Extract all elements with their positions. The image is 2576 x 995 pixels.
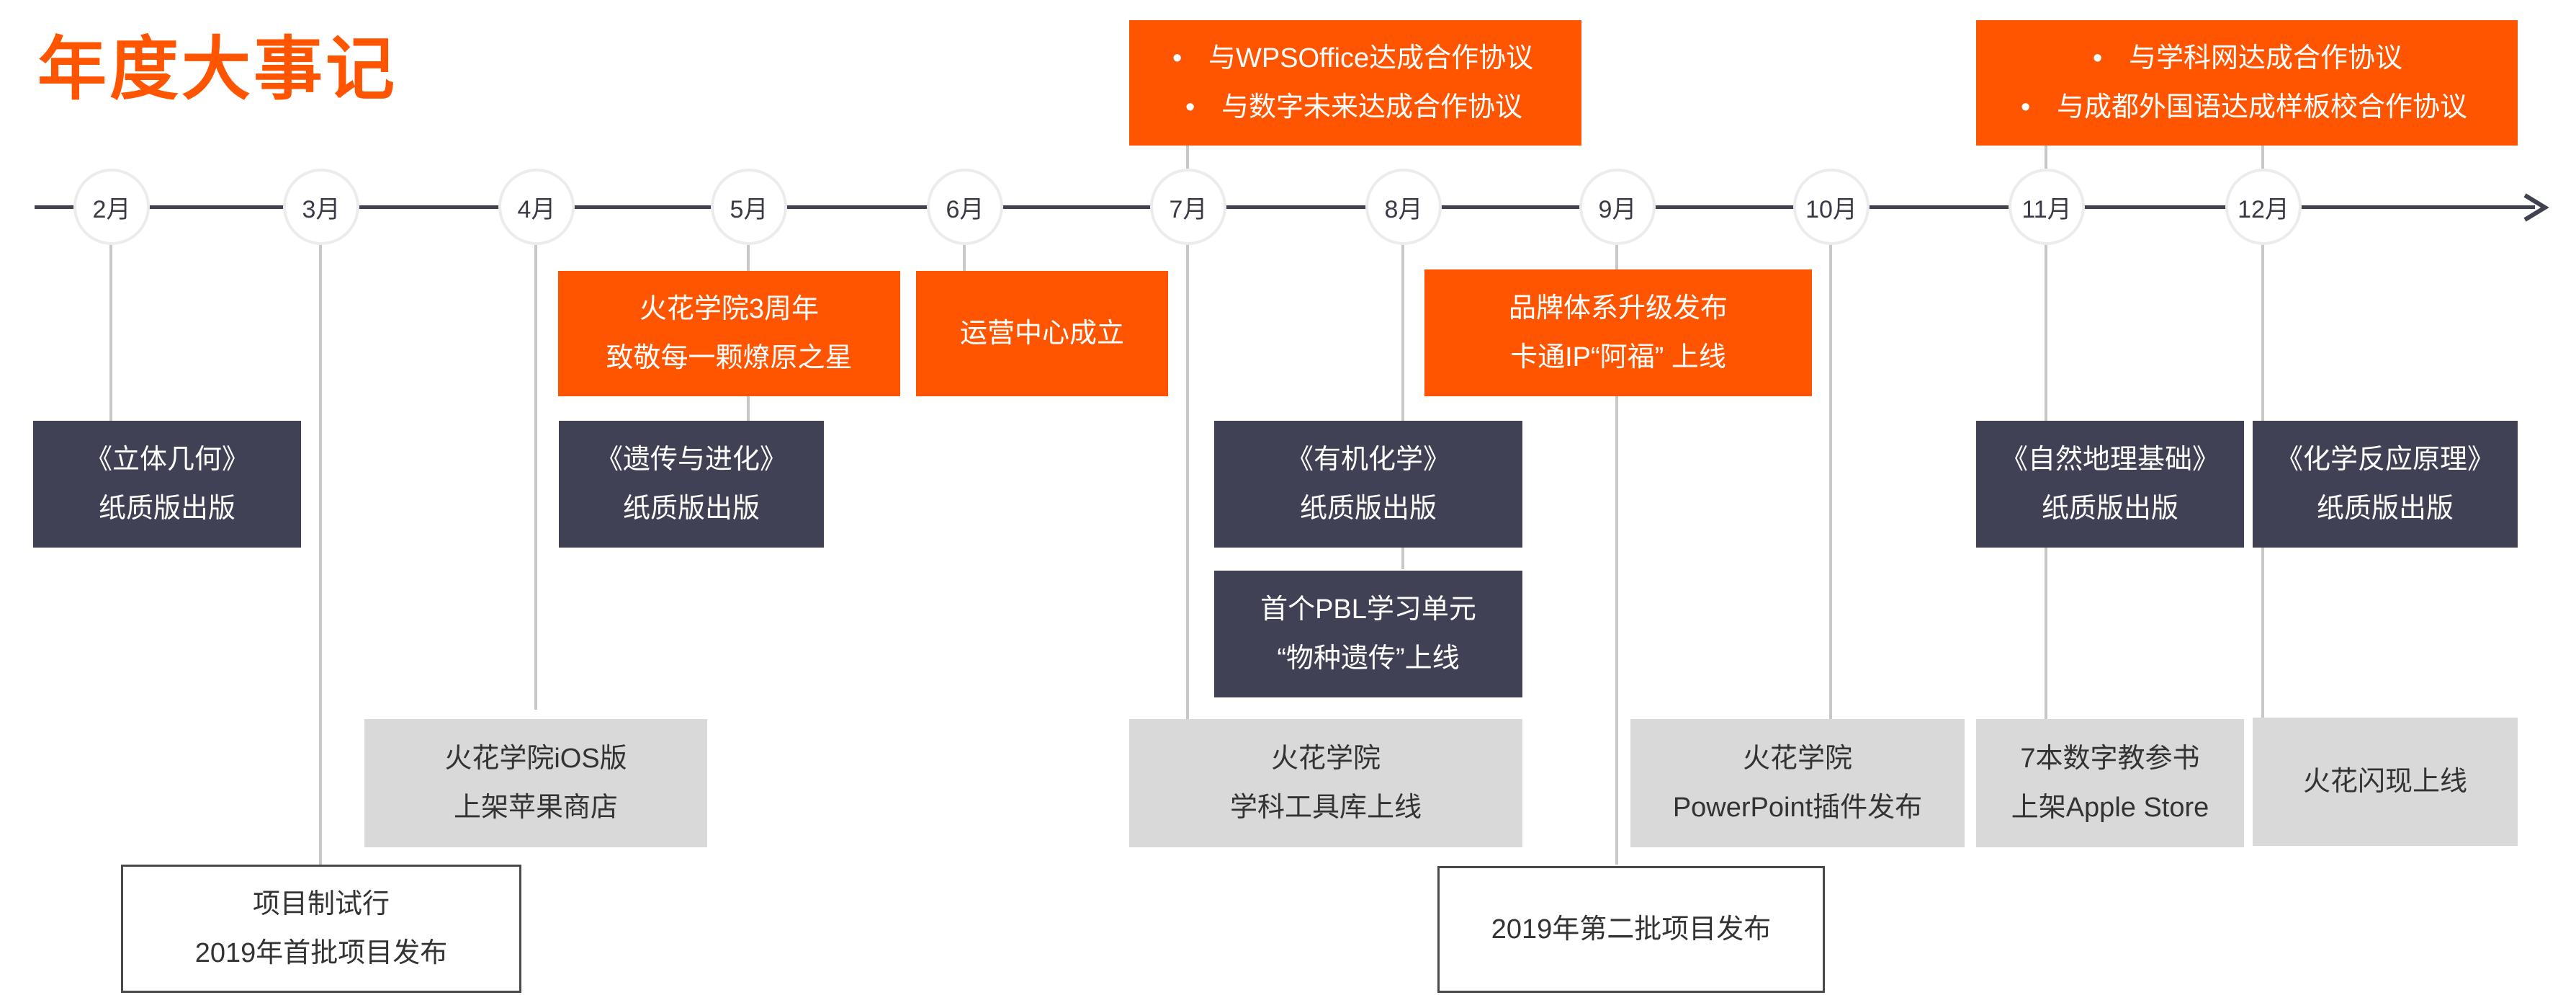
event-line: 纸质版出版 — [622, 494, 760, 524]
month-node-mar: 3月 — [283, 169, 359, 245]
event-line: 2019年首批项目发布 — [194, 938, 448, 968]
event-line: 火花学院3周年 — [639, 294, 820, 324]
month-node-sep: 9月 — [1579, 169, 1656, 245]
event-line: 《化学反应原理》 — [2275, 445, 2495, 475]
event-dec-book: 《化学反应原理》 纸质版出版 — [2253, 421, 2518, 548]
event-line: 火花闪现上线 — [2302, 767, 2467, 797]
connector-line — [1829, 245, 1832, 720]
event-line: 项目制试行 — [252, 889, 390, 919]
event-line: 2019年第二批项目发布 — [1491, 914, 1772, 945]
month-node-feb: 2月 — [73, 169, 150, 245]
event-aug-book: 《有机化学》 纸质版出版 — [1214, 421, 1522, 548]
event-nov-partners: 与学科网达成合作协议 与成都外国语达成样板校合作协议 — [1976, 20, 2518, 146]
event-sep-batch: 2019年第二批项目发布 — [1437, 866, 1825, 993]
event-line: 品牌体系升级发布 — [1508, 293, 1728, 324]
event-line: 纸质版出版 — [2316, 494, 2454, 524]
event-nov-ebooks: 7本数字教参书 上架Apple Store — [1976, 719, 2244, 847]
month-node-apr: 4月 — [498, 169, 575, 245]
event-line: 卡通IP“阿福” 上线 — [1510, 342, 1726, 372]
event-jul-partners: 与WPSOffice达成合作协议 与数字未来达成合作协议 — [1129, 20, 1581, 146]
event-aug-pbl: 首个PBL学习单元 “物种遗传”上线 — [1214, 571, 1522, 697]
event-line: 与成都外国语达成样板校合作协议 — [2021, 83, 2467, 132]
month-node-aug: 8月 — [1365, 169, 1442, 245]
event-dec-flash: 火花闪现上线 — [2253, 718, 2518, 846]
event-line: 7本数字教参书 — [2020, 744, 2200, 774]
month-node-nov: 11月 — [2009, 169, 2085, 245]
event-line: 《自然地理基础》 — [2000, 445, 2220, 475]
month-node-may: 5月 — [711, 169, 787, 245]
connector-line — [1401, 245, 1404, 569]
connector-line — [1186, 144, 1189, 720]
connector-line — [109, 245, 112, 421]
event-line: 与WPSOffice达成合作协议 — [1172, 34, 1533, 83]
month-node-jul: 7月 — [1150, 169, 1226, 245]
event-line: 纸质版出版 — [98, 494, 235, 524]
event-line: 火花学院iOS版 — [444, 744, 627, 774]
event-may-anniversary: 火花学院3周年 致敬每一颗燎原之星 — [558, 271, 900, 396]
event-line: 《有机化学》 — [1285, 445, 1450, 475]
event-line: 学科工具库上线 — [1229, 793, 1422, 823]
event-sep-brand: 品牌体系升级发布 卡通IP“阿福” 上线 — [1424, 269, 1812, 396]
connector-line — [963, 245, 966, 271]
timeline-axis — [35, 205, 2535, 209]
event-line: 上架苹果商店 — [453, 793, 618, 823]
connector-line — [1615, 245, 1618, 865]
connector-line — [319, 245, 322, 865]
event-line: 致敬每一颗燎原之星 — [606, 343, 853, 373]
event-line: 纸质版出版 — [2041, 494, 2178, 524]
event-line: “物种遗传”上线 — [1277, 643, 1460, 674]
event-line: PowerPoint插件发布 — [1672, 793, 1923, 823]
event-line: 运营中心成立 — [959, 318, 1124, 349]
event-line: 《立体几何》 — [84, 445, 249, 475]
event-line: 与数字未来达成合作协议 — [1172, 83, 1522, 132]
event-jul-toolbox: 火花学院 学科工具库上线 — [1129, 719, 1522, 847]
event-line: 纸质版出版 — [1299, 494, 1437, 524]
event-line: 与学科网达成合作协议 — [2021, 34, 2402, 83]
event-feb-book: 《立体几何》 纸质版出版 — [33, 421, 301, 548]
month-node-jun: 6月 — [927, 169, 1003, 245]
arrow-head-icon — [2523, 193, 2549, 222]
event-line: 首个PBL学习单元 — [1260, 594, 1476, 625]
event-line: 上架Apple Store — [2011, 793, 2209, 823]
event-nov-book: 《自然地理基础》 纸质版出版 — [1976, 421, 2244, 548]
event-line: 火花学院 — [1270, 744, 1381, 774]
connector-line — [534, 245, 537, 710]
event-line: 火花学院 — [1742, 744, 1852, 774]
event-may-book: 《遗传与进化》 纸质版出版 — [559, 421, 824, 548]
month-node-oct: 10月 — [1793, 169, 1870, 245]
event-mar-pilot: 项目制试行 2019年首批项目发布 — [121, 865, 521, 993]
page-title: 年度大事记 — [37, 29, 398, 110]
event-jun-ops: 运营中心成立 — [916, 271, 1168, 396]
event-apr-ios: 火花学院iOS版 上架苹果商店 — [364, 719, 707, 847]
event-oct-plugin: 火花学院 PowerPoint插件发布 — [1630, 719, 1965, 847]
event-line: 《遗传与进化》 — [595, 445, 787, 475]
month-node-dec: 12月 — [2225, 169, 2302, 245]
